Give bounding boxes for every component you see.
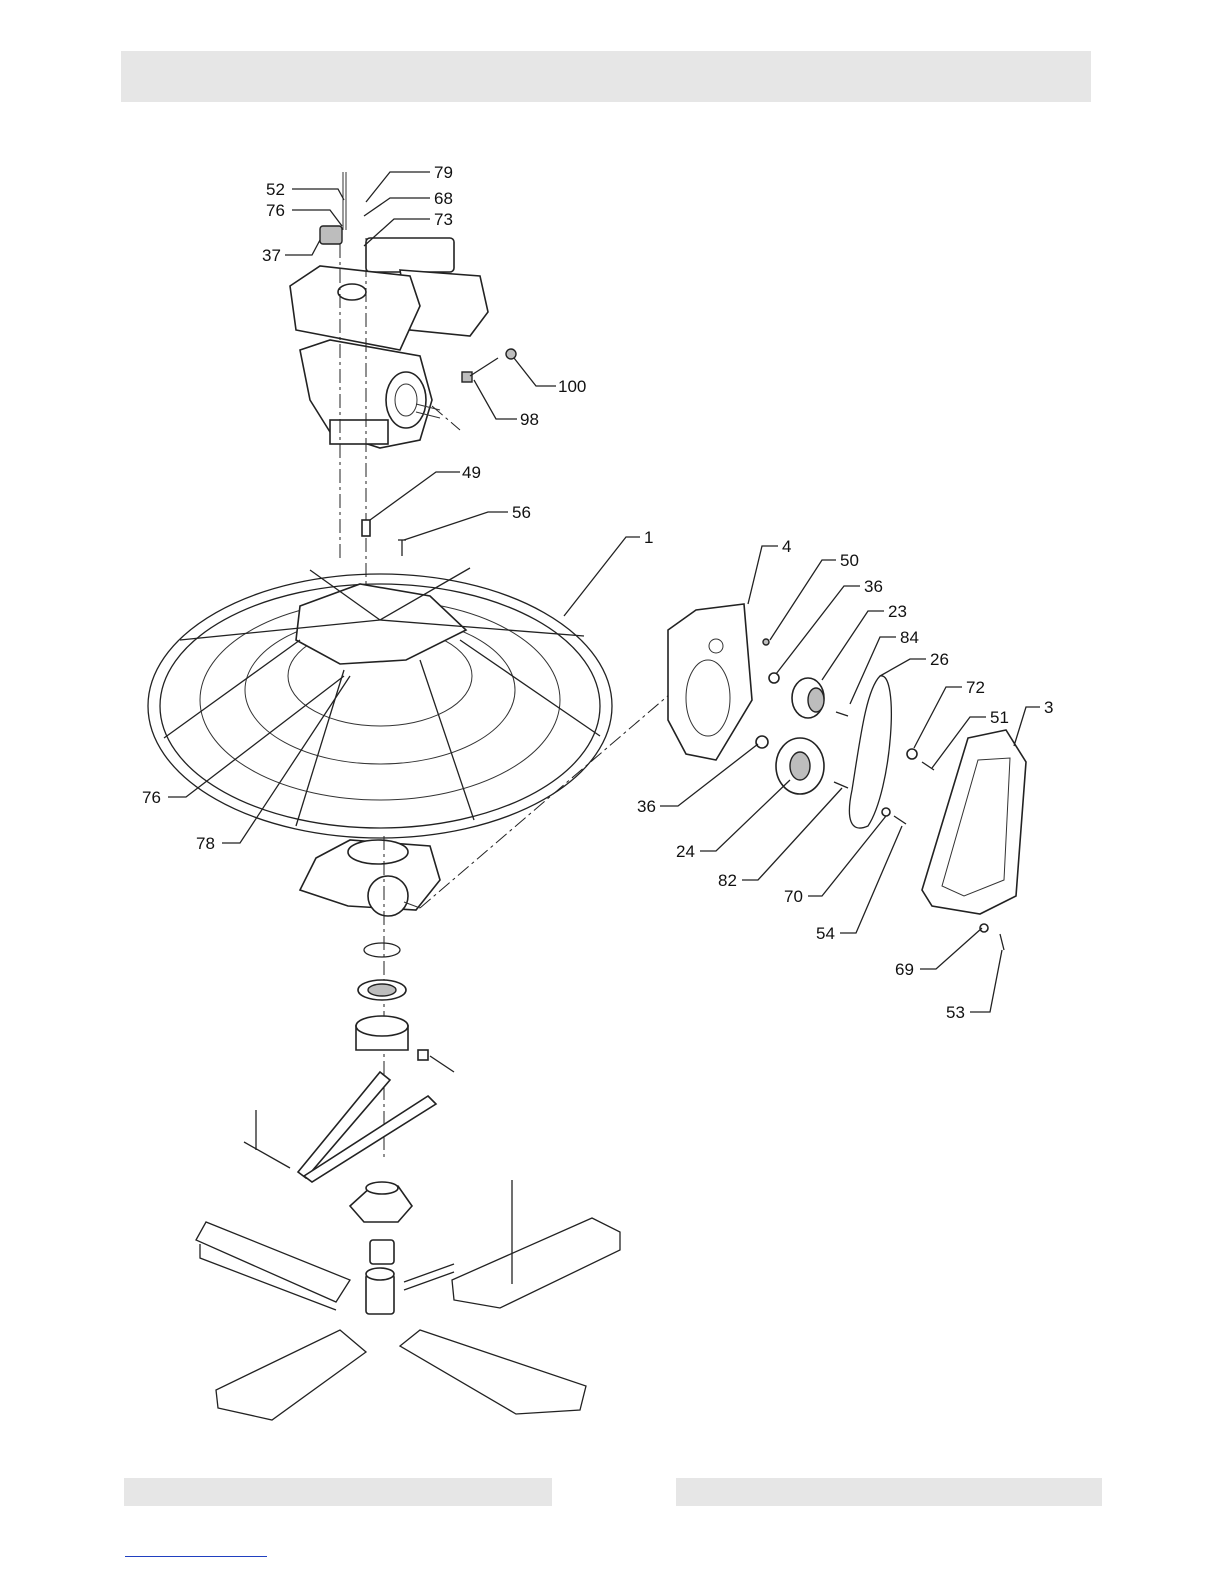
pins — [362, 520, 406, 556]
gearbox — [300, 694, 670, 1160]
callout-98: 98 — [520, 410, 539, 429]
belt-drive — [668, 604, 1026, 950]
callout-79: 79 — [434, 163, 453, 182]
guard-ring — [148, 568, 612, 838]
callout-69: 69 — [895, 960, 914, 979]
callout-1: 1 — [644, 528, 653, 547]
callout-36-lower: 36 — [637, 797, 656, 816]
callout-68: 68 — [434, 189, 453, 208]
callout-78: 78 — [196, 834, 215, 853]
engine — [290, 172, 516, 600]
callout-49: 49 — [462, 463, 481, 482]
callout-3: 3 — [1044, 698, 1053, 717]
callout-70: 70 — [784, 887, 803, 906]
callout-54: 54 — [816, 924, 835, 943]
callout-36: 36 — [864, 577, 883, 596]
callout-53: 53 — [946, 1003, 965, 1022]
callout-24: 24 — [676, 842, 695, 861]
callout-26: 26 — [930, 650, 949, 669]
callout-labels: 52 76 37 79 68 73 100 98 49 56 1 4 50 36… — [142, 163, 1053, 1022]
lower-shaft-parts — [356, 943, 454, 1072]
callout-73: 73 — [434, 210, 453, 229]
lift-arms — [244, 1072, 436, 1182]
footer-band-left — [124, 1478, 552, 1506]
spider-blades — [196, 1180, 620, 1420]
callout-76: 76 — [266, 201, 285, 220]
callout-37: 37 — [262, 246, 281, 265]
callout-4: 4 — [782, 537, 791, 556]
callout-84: 84 — [900, 628, 919, 647]
callout-51: 51 — [990, 708, 1009, 727]
callout-100: 100 — [558, 377, 586, 396]
footer-link-underline[interactable] — [125, 1556, 267, 1557]
callout-23: 23 — [888, 602, 907, 621]
footer-band-right — [676, 1478, 1102, 1506]
callout-52: 52 — [266, 180, 285, 199]
callout-50: 50 — [840, 551, 859, 570]
callout-82: 82 — [718, 871, 737, 890]
callout-56: 56 — [512, 503, 531, 522]
callout-72: 72 — [966, 678, 985, 697]
callout-76-lower: 76 — [142, 788, 161, 807]
